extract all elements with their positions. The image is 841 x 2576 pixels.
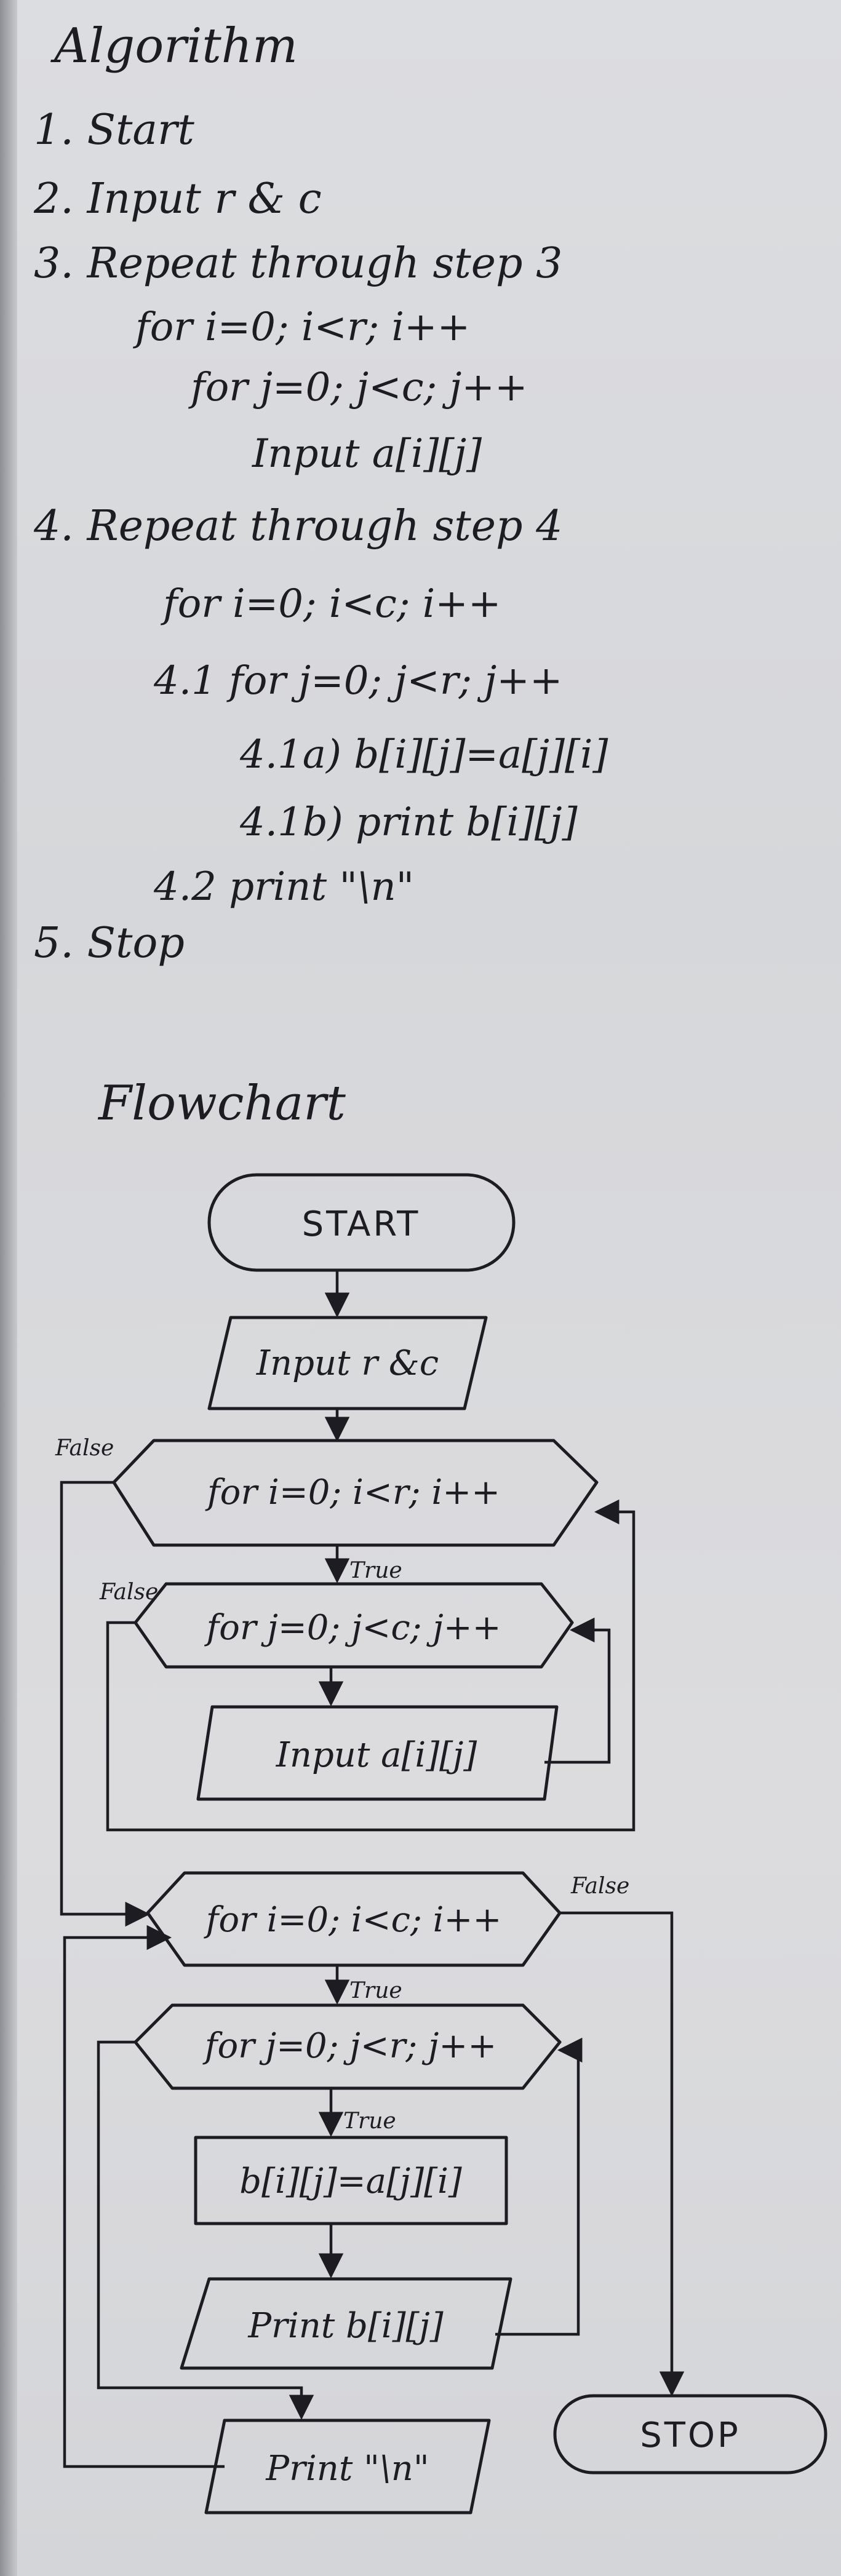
loop-j-r-true-label: True — [343, 2109, 396, 2134]
loop-i-c-label: for i=0; i<c; i++ — [204, 1900, 502, 1940]
algorithm-step-1: 1. Start — [34, 106, 194, 154]
algorithm-step-4-loop-i: for i=0; i<c; i++ — [163, 581, 501, 627]
start-label: START — [302, 1204, 421, 1244]
loop-j-c-false-label: False — [99, 1580, 158, 1605]
algorithm-step-4-1: 4.1 for j=0; j<r; j++ — [154, 658, 563, 704]
loop-i-r-false-label: False — [55, 1436, 114, 1461]
algorithm-step-2: 2. Input r & c — [34, 175, 322, 223]
stop-label: STOP — [640, 2415, 741, 2455]
flowchart-heading: Flowchart — [98, 1076, 346, 1131]
assign-b-label: b[i][j]=a[j][i] — [239, 2161, 462, 2201]
loop-i-r-true-label: True — [349, 1558, 402, 1583]
algorithm-step-4-1b: 4.1b) print b[i][j] — [240, 800, 578, 845]
algorithm-step-3-loop-i: for i=0; i<r; i++ — [135, 304, 471, 350]
flow-print-newline-back-to-loop-i — [63, 1925, 225, 2468]
loop-j-c-label: for j=0; j<c; j++ — [204, 1608, 501, 1648]
algorithm-step-5: 5. Stop — [34, 919, 185, 968]
flow-print-b-back-to-loop-j — [495, 2037, 583, 2336]
assign-b-box — [194, 2136, 508, 2225]
input-a-label: Input a[i][j] — [276, 1735, 477, 1775]
algorithm-step-3: 3. Repeat through step 3 — [34, 239, 563, 288]
flow-loop-j-c-false-exit — [106, 1499, 636, 1832]
flow-loop-i-c-false-to-stop — [560, 1911, 685, 2397]
loop-i-c-false-label: False — [570, 1874, 629, 1899]
input-rc-box — [207, 1316, 488, 1410]
algorithm-step-4: 4. Repeat through step 4 — [34, 502, 563, 551]
algorithm-heading: Algorithm — [54, 18, 298, 74]
flow-loop-j-r-false-to-print-newline — [97, 2040, 314, 2420]
print-newline-box — [204, 2419, 491, 2514]
start-terminator — [207, 1173, 516, 1272]
algorithm-step-3-loop-j: for j=0; j<c; j++ — [191, 365, 528, 410]
flow-input-a-back-to-loop-j — [544, 1617, 611, 1764]
print-b-box — [180, 2277, 512, 2370]
loop-i-r-label: for i=0; i<r; i++ — [205, 1473, 500, 1513]
loop-j-r-label: for j=0; j<r; j++ — [202, 2026, 497, 2066]
loop-i-c-true-label: True — [349, 1978, 402, 2003]
page-binding-edge — [0, 0, 17, 2576]
input-rc-label: Input r &c — [256, 1343, 439, 1383]
input-a-box — [196, 1705, 559, 1801]
algorithm-step-3-input: Input a[i][j] — [252, 431, 482, 477]
algorithm-step-4-2: 4.2 print "\n" — [154, 864, 415, 910]
print-b-label: Print b[i][j] — [247, 2306, 443, 2346]
algorithm-step-4-1a: 4.1a) b[i][j]=a[j][i] — [240, 732, 608, 777]
stop-terminator — [553, 2394, 827, 2475]
print-newline-label: Print "\n" — [265, 2449, 429, 2489]
flow-loop-i-r-false-exit — [60, 1481, 151, 1927]
loop-i-c-hexagon — [146, 1871, 562, 1967]
